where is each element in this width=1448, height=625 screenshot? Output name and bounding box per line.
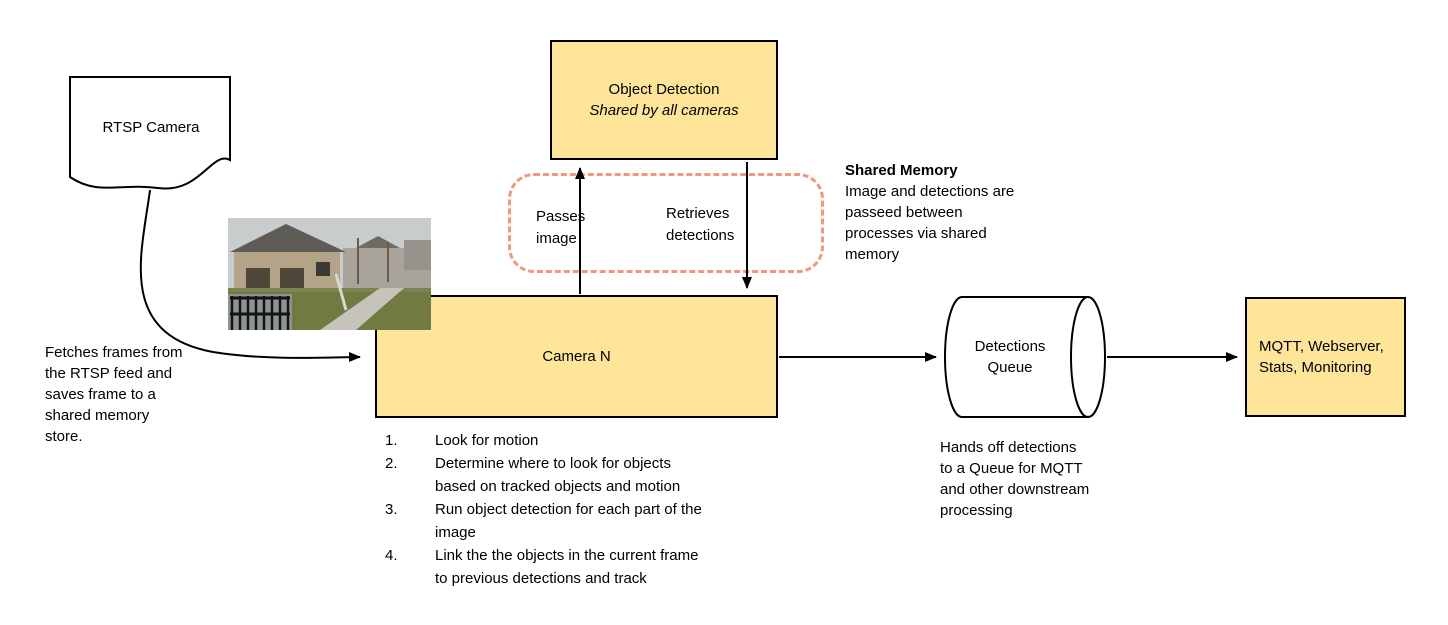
camera-steps-list: 1. Look for motion 2. Determine where to…: [385, 429, 730, 590]
step-text: Link the the objects in the current fram…: [435, 547, 699, 587]
shared-memory-dashed-region: [508, 173, 824, 273]
mqtt-webserver-label: MQTT, Webserver, Stats, Monitoring: [1259, 338, 1384, 376]
shared-memory-note-body: Image and detections are passeed between…: [845, 183, 1015, 263]
shared-memory-note-title: Shared Memory: [845, 162, 958, 179]
step-number: 1.: [385, 432, 398, 449]
camera-step-4: 4. Link the the objects in the current f…: [385, 544, 730, 590]
fetch-frames-note: Fetches frames from the RTSP feed and sa…: [45, 344, 183, 445]
step-text: Run object detection for each part of th…: [435, 501, 702, 541]
rtsp-camera-label: RTSP Camera: [102, 119, 200, 136]
detections-queue-label: Detections Queue: [948, 297, 1072, 417]
mqtt-webserver-box: MQTT, Webserver, Stats, Monitoring: [1245, 297, 1406, 417]
camera-n-label: Camera N: [542, 348, 611, 365]
passes-image-label: Passes image: [536, 208, 586, 247]
detections-queue-label-text: Detections Queue: [974, 338, 1046, 376]
step-number: 3.: [385, 501, 398, 518]
object-detection-title: Object Detection: [608, 81, 720, 98]
camera-snapshot-image: [228, 218, 431, 330]
step-text: Look for motion: [435, 432, 539, 449]
camera-step-1: 1. Look for motion: [385, 429, 730, 452]
queue-handoff-note: Hands off detections to a Queue for MQTT…: [940, 439, 1090, 519]
step-number: 2.: [385, 455, 398, 472]
step-number: 4.: [385, 547, 398, 564]
step-text: Determine where to look for objects base…: [435, 455, 681, 495]
object-detection-box: Object Detection Shared by all cameras: [550, 40, 778, 160]
detections-queue-cylinder-cap: [1070, 296, 1106, 418]
detections-queue-cylinder-body: [944, 296, 1088, 418]
retrieves-detections-label: Retrieves detections: [666, 205, 735, 244]
object-detection-subtitle: Shared by all cameras: [589, 102, 739, 119]
camera-step-3: 3. Run object detection for each part of…: [385, 498, 730, 544]
camera-snapshot-scene: [228, 218, 431, 330]
rtsp-camera-document-shape: [69, 76, 231, 190]
shared-memory-note: Shared Memory Image and detections are p…: [845, 160, 1055, 265]
camera-step-2: 2. Determine where to look for objects b…: [385, 452, 730, 498]
camera-n-box: Camera N: [375, 295, 778, 418]
